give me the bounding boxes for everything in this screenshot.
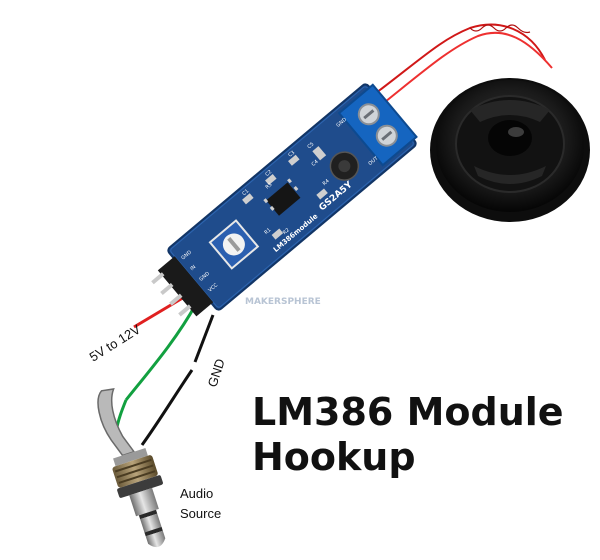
wires [114,294,215,446]
silk-c4: C4 [311,159,320,168]
pin-label-4: VCC [207,282,219,294]
smd-components [242,146,328,240]
power-wire [133,294,187,329]
audio-jack [97,388,166,548]
lm386-module: GND IN GND VCC [151,83,418,317]
audio-wire [124,303,198,401]
silk-r2: R2 [282,227,291,236]
pin-header: GND IN GND VCC [151,249,220,317]
silk-r1: R1 [263,227,272,236]
speaker-wires [371,23,553,107]
title-line-1: LM386 Module [252,390,564,434]
silk-c5: C5 [306,141,315,150]
terminal-block [337,83,418,167]
watermark: MAKERSPHERE [245,297,321,307]
silk-c2: C2 [264,169,273,178]
potentiometer [208,219,260,270]
ground-wire-lower [140,369,194,446]
silk-r3: R3 [265,182,274,191]
silk-c1: C1 [241,188,250,197]
silk-c3: C3 [287,150,296,159]
power-label: 5V to 12V [87,321,144,364]
ground-label: GND [205,357,228,389]
pin-label-2: IN [189,264,197,272]
title-line-2: Hookup [252,435,416,479]
silk-r4: R4 [322,178,331,187]
audio-source-label-line2: Source [180,506,221,521]
ground-wire-upper [193,314,215,363]
speaker [430,78,590,222]
lm386-chip [263,178,301,216]
audio-source-label-line1: Audio [180,486,213,501]
capacitor [329,151,360,181]
